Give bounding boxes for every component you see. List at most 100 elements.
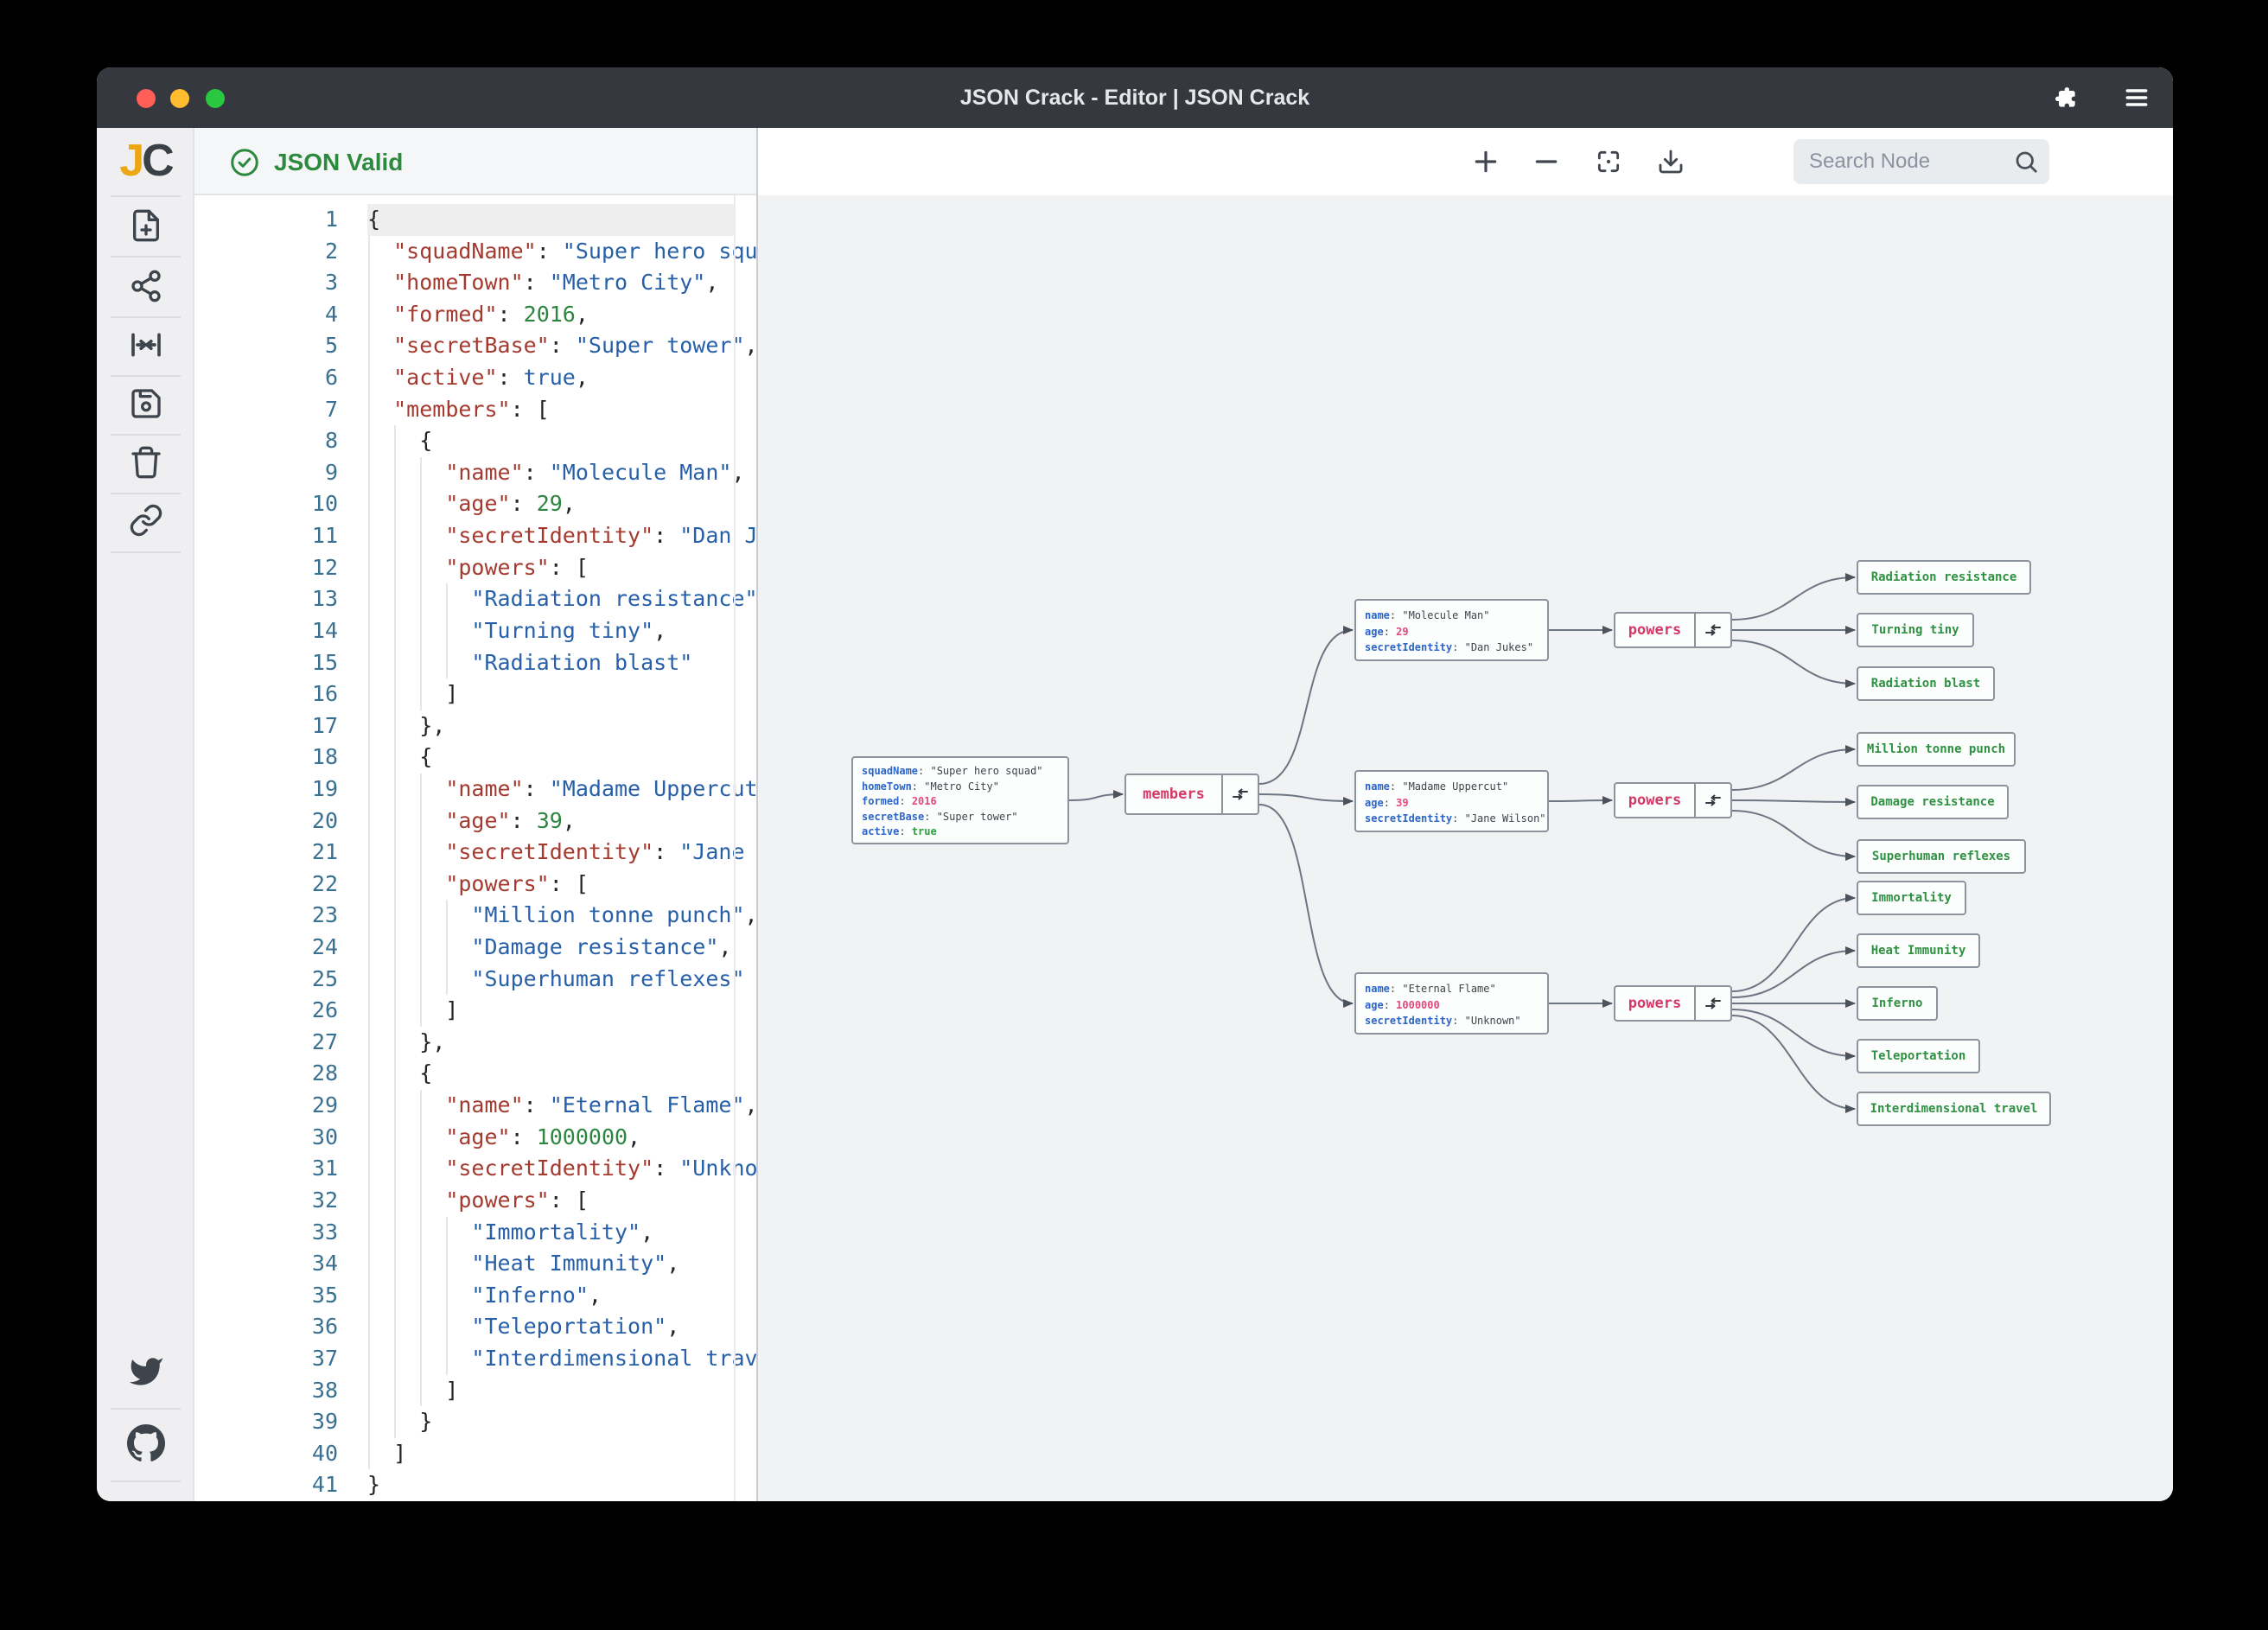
panel-divider[interactable] — [756, 128, 758, 1501]
minimize-window-button[interactable] — [170, 89, 189, 108]
indent-guide — [368, 298, 370, 331]
line-number: 7 — [324, 396, 338, 422]
search-icon[interactable] — [2013, 149, 2039, 175]
graph-node-l8[interactable]: Heat Immunity — [1857, 933, 1980, 968]
indent-guide — [394, 710, 397, 742]
node-label: members — [1143, 786, 1205, 803]
share-link-button[interactable] — [97, 496, 194, 544]
code-line: 17 }, — [194, 710, 758, 742]
app-menu-icon[interactable] — [2123, 84, 2150, 111]
graph-edge — [1731, 640, 1856, 688]
search-node-box — [1793, 139, 2049, 184]
line-number: 41 — [311, 1472, 338, 1498]
leaf-label: Turning tiny — [1871, 623, 1959, 637]
graph-edge — [1731, 1009, 1856, 1060]
graph-edge — [1731, 797, 1856, 806]
close-window-button[interactable] — [137, 89, 156, 108]
graph-canvas[interactable]: squadName: "Super hero squad"homeTown: "… — [758, 195, 2173, 1501]
indent-guide — [394, 837, 397, 869]
divider — [111, 493, 181, 494]
code-line: 29 "name": "Eternal Flame", — [194, 1090, 758, 1122]
line-number: 24 — [311, 934, 338, 960]
download-image-button[interactable] — [1657, 148, 1685, 175]
indent-guide — [394, 900, 397, 932]
line-number: 5 — [324, 333, 338, 359]
sponsor-button[interactable] — [97, 1493, 194, 1501]
code-text: { — [367, 428, 433, 454]
indent-guide — [368, 1121, 370, 1154]
code-line: 24 "Damage resistance", — [194, 932, 758, 964]
collapse-node-button[interactable] — [1221, 775, 1258, 813]
graph-node-members[interactable]: members — [1124, 774, 1259, 815]
code-line: 23 "Million tonne punch", — [194, 900, 758, 932]
graph-node-l4[interactable]: Million tonne punch — [1857, 732, 2016, 767]
trash-icon — [131, 446, 161, 479]
collapse-node-button[interactable] — [1694, 614, 1730, 646]
search-node-input[interactable] — [1793, 139, 2049, 184]
code-text: }, — [367, 1028, 446, 1054]
collapse-node-icon — [1233, 788, 1248, 800]
graph-node-l2[interactable]: Turning tiny — [1857, 613, 1974, 647]
code-line: 31 "secretIdentity": "Unknown", — [194, 1153, 758, 1185]
indent-guide — [420, 678, 423, 710]
github-icon — [126, 1424, 165, 1461]
indent-guide — [394, 583, 397, 615]
graph-node-l5[interactable]: Damage resistance — [1857, 785, 2009, 819]
indent-guide — [394, 520, 397, 552]
graph-node-l1[interactable]: Radiation resistance — [1857, 560, 2031, 595]
indent-guide — [420, 520, 423, 552]
graph-edge — [1731, 1015, 1856, 1113]
line-number: 26 — [311, 997, 338, 1023]
graph-edge — [1731, 894, 1856, 992]
graph-node-root[interactable]: squadName: "Super hero squad"homeTown: "… — [851, 756, 1069, 844]
graph-view-button[interactable] — [97, 262, 194, 310]
delete-button[interactable] — [97, 438, 194, 487]
graph-node-l9[interactable]: Inferno — [1857, 986, 1938, 1021]
github-button[interactable] — [97, 1419, 194, 1468]
collapse-node-button[interactable] — [1694, 784, 1730, 817]
zoom-window-button[interactable] — [206, 89, 225, 108]
line-number: 22 — [311, 870, 338, 896]
leaf-label: Immortality — [1871, 891, 1952, 905]
json-editor-panel[interactable]: JSON Valid 1{2 "squadName": "Super hero … — [194, 128, 758, 1501]
new-file-button[interactable] — [97, 201, 194, 250]
code-lines[interactable]: 1{2 "squadName": "Super hero squad",3 "h… — [194, 195, 758, 1501]
app-logo[interactable]: JC — [119, 136, 174, 186]
focus-view-button[interactable] — [1595, 148, 1622, 175]
graph-node-l6[interactable]: Superhuman reflexes — [1857, 839, 2026, 874]
node-row: name: "Eternal Flame" — [1365, 983, 1496, 995]
graph-node-l7[interactable]: Immortality — [1857, 881, 1966, 915]
twitter-button[interactable] — [97, 1347, 194, 1396]
graph-node-p2[interactable]: powers — [1614, 782, 1732, 818]
code-text: "Teleportation", — [471, 1314, 680, 1340]
zoom-out-button[interactable] — [1532, 148, 1560, 175]
editor-header: JSON Valid — [194, 128, 758, 195]
code-text: ] — [367, 1377, 459, 1403]
line-number: 18 — [311, 744, 338, 770]
code-line: 3 "homeTown": "Metro City", — [194, 267, 758, 299]
save-button[interactable] — [97, 379, 194, 428]
graph-node-p1[interactable]: powers — [1614, 612, 1732, 648]
graph-node-l3[interactable]: Radiation blast — [1857, 666, 1995, 701]
node-row: age: 1000000 — [1365, 998, 1440, 1011]
graph-node-l10[interactable]: Teleportation — [1857, 1039, 1980, 1073]
line-number: 19 — [311, 775, 338, 801]
extension-puzzle-icon[interactable] — [2052, 84, 2080, 111]
zoom-in-button[interactable] — [1472, 148, 1500, 175]
collapse-node-button[interactable] — [1694, 987, 1730, 1020]
code-line: 19 "name": "Madame Uppercut", — [194, 773, 758, 805]
indent-guide — [394, 1121, 397, 1154]
graph-node-l11[interactable]: Interdimensional travel — [1857, 1092, 2051, 1126]
divider — [111, 195, 181, 197]
code-line: 6 "active": true, — [194, 362, 758, 394]
leaf-label: Damage resistance — [1870, 795, 1995, 809]
graph-edge — [1068, 790, 1124, 801]
graph-node-p3[interactable]: powers — [1614, 985, 1732, 1022]
center-view-button[interactable] — [97, 321, 194, 369]
code-line: 34 "Heat Immunity", — [194, 1248, 758, 1280]
indent-guide — [394, 425, 397, 457]
editor-scrollbar[interactable] — [734, 195, 736, 1501]
